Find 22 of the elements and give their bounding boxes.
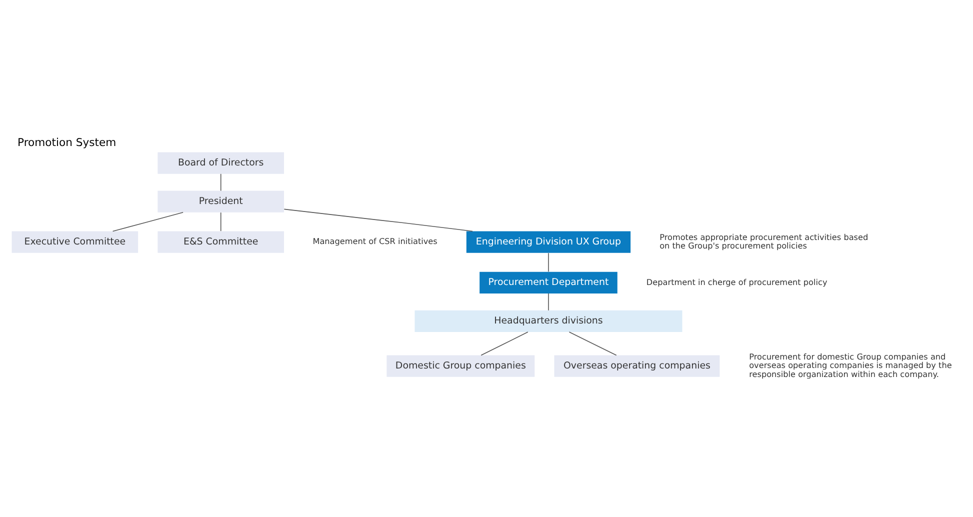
node-box: Procurement Department: [480, 271, 618, 293]
diagram-title: Promotion System: [18, 136, 116, 149]
node-box: Headquarters divisions: [414, 310, 682, 332]
connector: [112, 212, 184, 232]
node-box: Overseas operating companies: [554, 354, 720, 376]
node-label: Department in cherge of procurement policy: [646, 276, 828, 286]
connector: [220, 212, 222, 231]
node-box: Executive Committee: [12, 230, 138, 252]
node-box: Board of Directors: [158, 152, 284, 174]
node-label: Management of CSR initiatives: [312, 236, 438, 246]
connector: [284, 208, 473, 232]
connector: [568, 331, 617, 356]
connector: [480, 331, 528, 356]
node-box: Domestic Group companies: [386, 354, 535, 376]
connector: [220, 173, 222, 191]
node-box: E&S Committee: [158, 230, 284, 252]
label: Procurement for domestic Group companies and overseas operating companies is managed by the responsible organization within each company.: [749, 350, 952, 378]
node-label: Promotes appropriate procurement activities based on the Group's procurement policies: [660, 231, 868, 250]
connector: [548, 252, 549, 272]
connector: [548, 292, 549, 310]
node-box: Engineering Division UX Group: [466, 230, 631, 252]
node-box: President: [158, 190, 284, 212]
